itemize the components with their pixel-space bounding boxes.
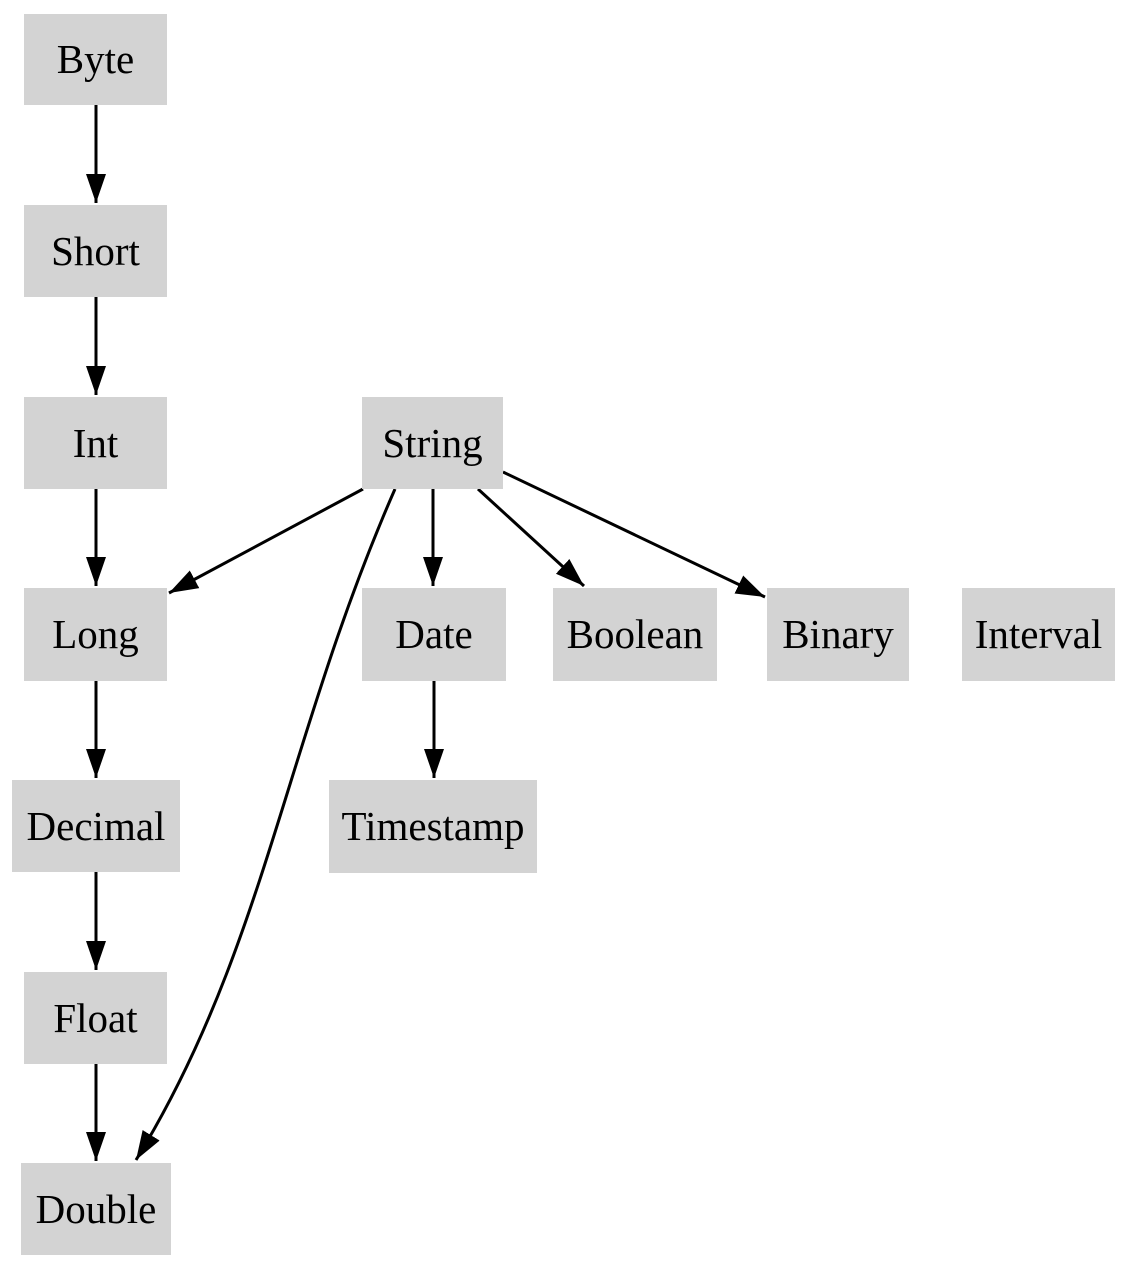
node-string: String <box>362 397 503 489</box>
node-int: Int <box>24 397 167 489</box>
node-date: Date <box>362 588 506 681</box>
node-decimal-label: Decimal <box>26 802 166 849</box>
node-decimal: Decimal <box>12 780 180 872</box>
node-long-label: Long <box>52 611 139 657</box>
node-double-label: Double <box>35 1185 157 1232</box>
node-boolean-label: Boolean <box>566 611 704 657</box>
node-date-label: Date <box>395 611 473 657</box>
node-timestamp: Timestamp <box>329 780 537 873</box>
node-short: Short <box>24 205 167 297</box>
node-byte-label: Byte <box>56 36 135 82</box>
node-int-label: Int <box>72 419 119 466</box>
node-long: Long <box>24 588 167 681</box>
edge-arrow-string-double <box>134 488 397 1161</box>
node-interval-label: Interval <box>974 611 1103 657</box>
node-double: Double <box>21 1163 171 1255</box>
node-byte: Byte <box>24 14 167 105</box>
edge-arrow-string-long <box>168 487 364 595</box>
edge-arrow-string-binary <box>502 470 766 599</box>
node-boolean: Boolean <box>553 588 717 681</box>
node-string-label: String <box>382 419 483 466</box>
node-float-label: Float <box>53 994 138 1041</box>
node-short-label: Short <box>51 227 140 274</box>
node-binary: Binary <box>767 588 909 681</box>
node-binary-label: Binary <box>782 611 894 657</box>
node-interval: Interval <box>962 588 1115 681</box>
edge-arrow-string-boolean <box>476 487 586 588</box>
node-float: Float <box>24 972 167 1064</box>
node-timestamp-label: Timestamp <box>341 803 525 849</box>
